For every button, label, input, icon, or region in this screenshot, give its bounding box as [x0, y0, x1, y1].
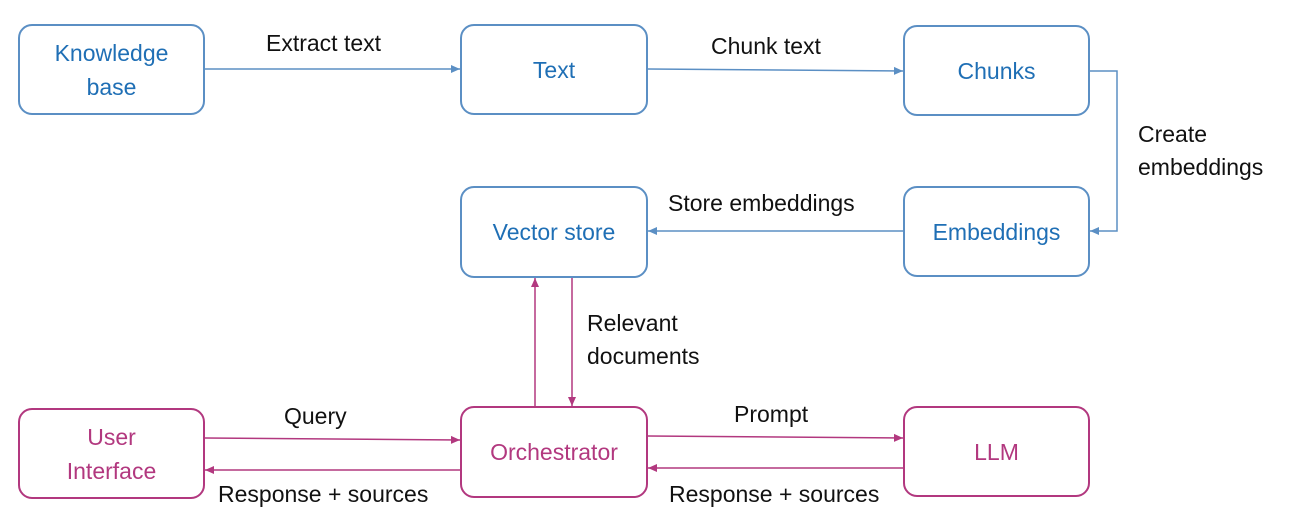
node-chunks-label: Chunks [957, 57, 1036, 84]
node-text: Text [460, 24, 648, 115]
node-user-interface: User Interface [18, 408, 205, 499]
node-embeddings-label: Embeddings [932, 218, 1061, 245]
node-embeddings: Embeddings [903, 186, 1090, 277]
node-orchestrator: Orchestrator [460, 406, 648, 498]
node-llm-label: LLM [974, 438, 1019, 465]
node-text-label: Text [532, 56, 576, 83]
arrow-text-to-chunks [647, 66, 904, 75]
node-user-interface-label: User Interface [66, 423, 157, 484]
node-orchestrator-label: Orchestrator [490, 439, 618, 465]
edge-label-relevant-documents: Relevant documents [587, 310, 700, 369]
node-vector-store: Vector store [460, 186, 648, 278]
arrow-orchestrator-to-llm [647, 433, 904, 442]
arrow-ui-to-orchestrator [204, 435, 461, 444]
edge-label-response-sources-llm: Response + sources [669, 481, 880, 507]
node-llm: LLM [903, 406, 1090, 497]
edge-label-extract-text: Extract text [266, 30, 382, 56]
edge-label-response-sources-ui: Response + sources [218, 481, 429, 507]
edge-label-create-embeddings: Create embeddings [1138, 121, 1264, 180]
edge-label-prompt: Prompt [734, 401, 809, 427]
edge-label-store-embeddings: Store embeddings [668, 190, 855, 216]
edge-label-chunk-text: Chunk text [711, 33, 821, 59]
node-vector-store-label: Vector store [492, 219, 616, 245]
arrow-chunks-to-embeddings [1090, 70, 1118, 235]
edge-label-query: Query [284, 403, 347, 429]
node-knowledge-base: Knowledge base [18, 24, 205, 115]
node-knowledge-base-label: Knowledge base [54, 39, 169, 100]
node-chunks: Chunks [903, 25, 1090, 116]
